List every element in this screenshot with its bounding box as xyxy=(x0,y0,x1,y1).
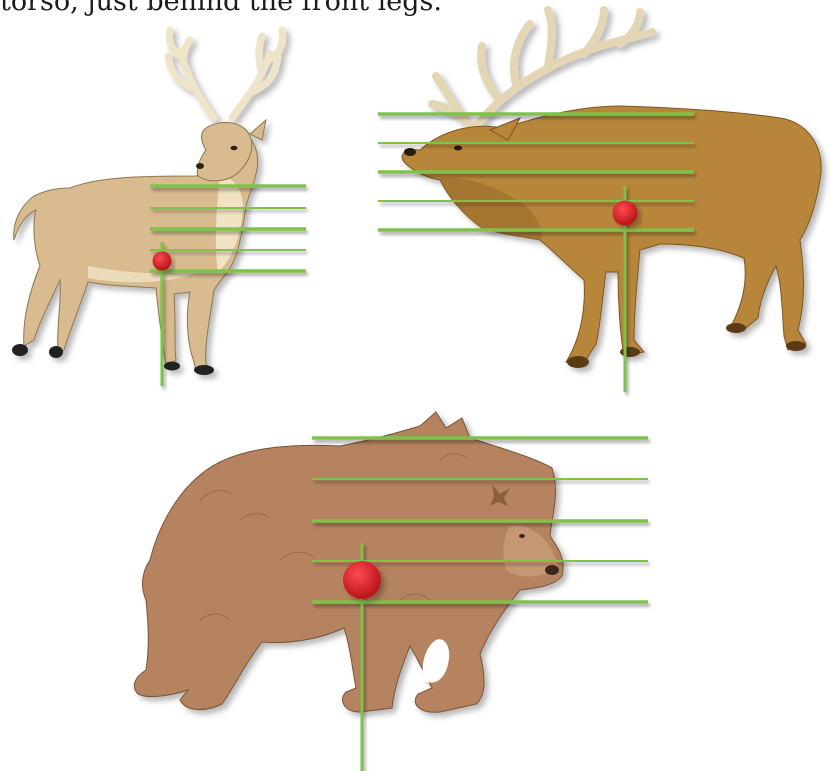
bear-figure xyxy=(134,412,648,771)
deer-target-dot xyxy=(153,252,172,271)
deer-antlers xyxy=(168,30,283,118)
elk-target-dot xyxy=(613,201,638,226)
bear-target-dot xyxy=(343,561,381,599)
elk-body xyxy=(402,106,821,366)
deer-hooves xyxy=(12,344,214,375)
bear-body xyxy=(134,412,563,712)
elk-figure xyxy=(378,10,821,392)
elk-hooves xyxy=(567,323,806,368)
deer-figure xyxy=(12,30,306,386)
